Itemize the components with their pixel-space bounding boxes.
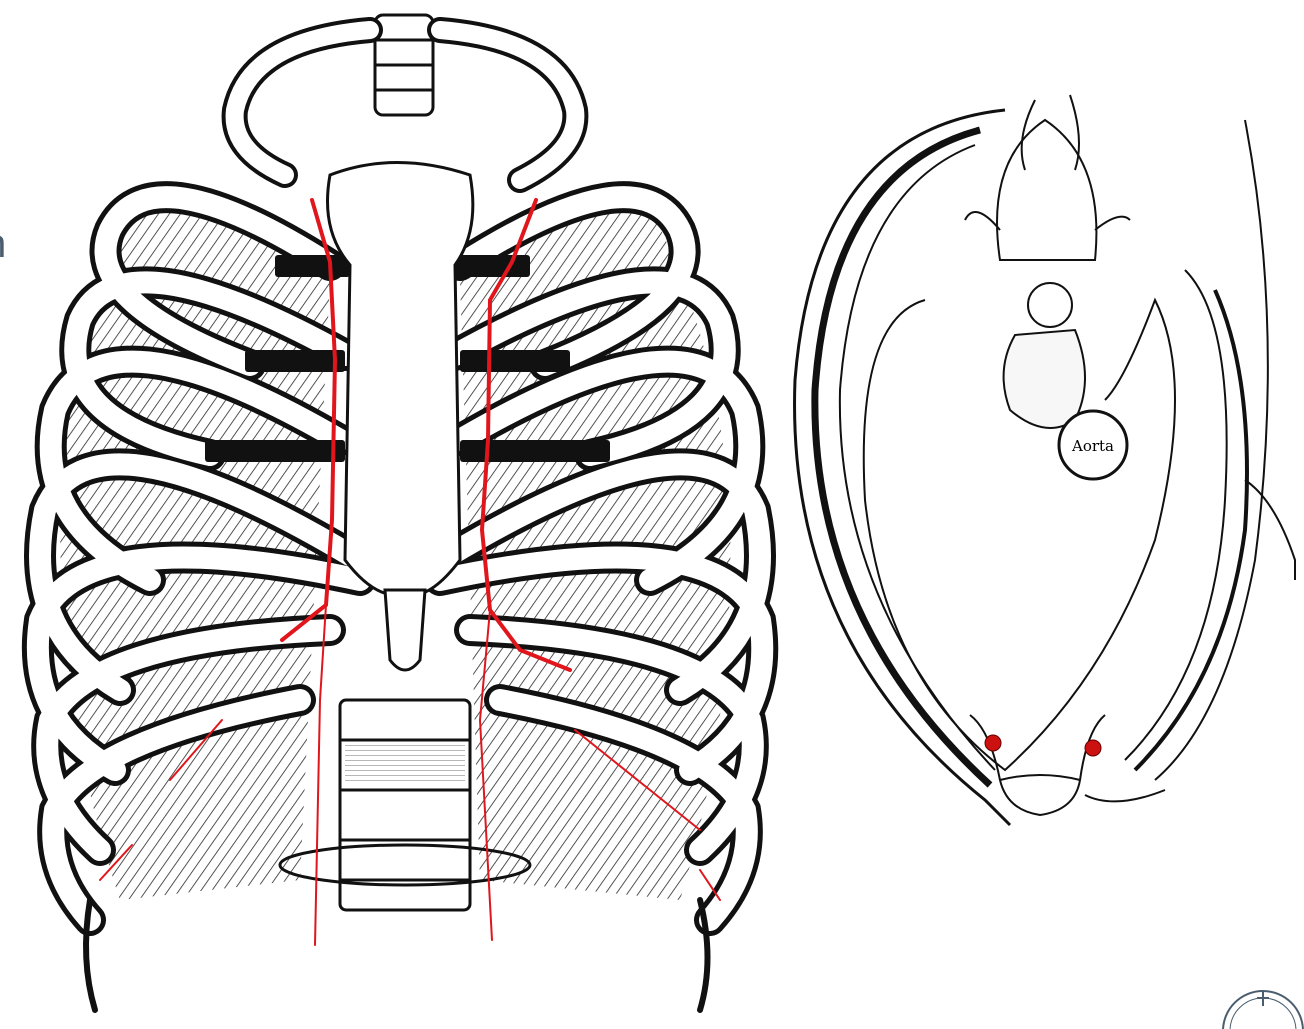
thorax-cross-section: Aorta <box>775 80 1304 840</box>
vertebral-body <box>997 120 1096 428</box>
ribcage-illustration <box>0 0 780 1029</box>
seal-logo <box>1218 986 1304 1029</box>
aorta-label: Aorta <box>1071 437 1114 455</box>
floating-ribs <box>86 900 708 1010</box>
aorta: Aorta <box>1059 411 1127 479</box>
sternum-section <box>1000 775 1080 815</box>
vertebral-column-upper <box>375 15 433 115</box>
red-node-right <box>1085 740 1101 756</box>
red-node-left <box>985 735 1001 751</box>
